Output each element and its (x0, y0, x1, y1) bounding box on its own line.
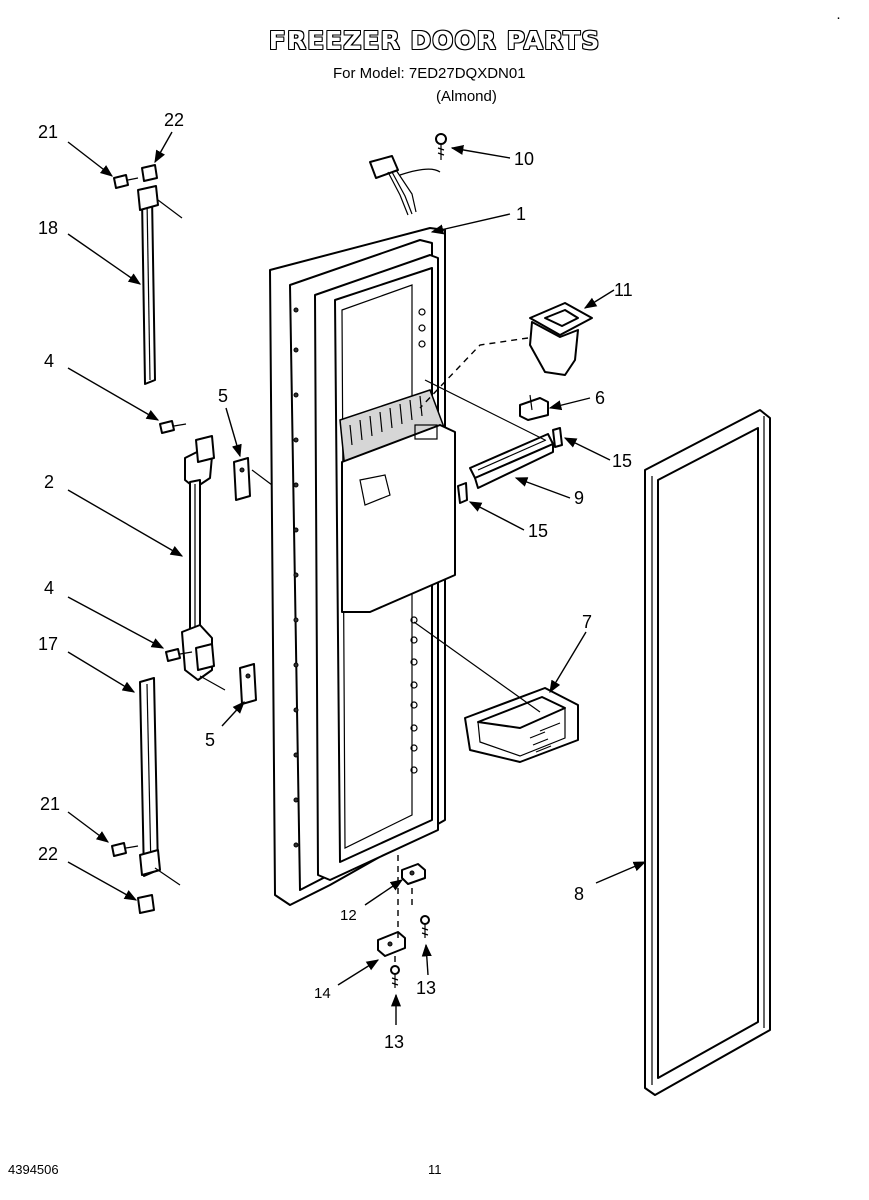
model-number: For Model: 7ED27DQXDN01 (333, 65, 526, 82)
document-number: 4394506 (8, 1162, 59, 1177)
part-ice-chute-11 (529, 302, 593, 376)
part-drip-tray-7 (464, 687, 579, 763)
callout-15-upper: 15 (612, 451, 632, 471)
part-clip-6 (519, 394, 549, 421)
callout-labels: 10 1 11 6 15 9 15 7 8 12 13 14 13 21 22 … (38, 110, 633, 1052)
part-screw-13-upper (420, 915, 430, 938)
part-screw-4-lower (165, 648, 193, 662)
part-door-liner (269, 155, 456, 906)
callout-8: 8 (574, 884, 584, 904)
page-title: FREEZER DOOR PARTS (268, 26, 601, 55)
part-handle-2 (181, 435, 215, 681)
part-handle-trim-18 (137, 185, 159, 385)
callout-17: 17 (38, 634, 58, 654)
part-hinge-bracket-12 (401, 863, 426, 885)
part-hinge-block-14 (377, 931, 406, 957)
callout-2: 2 (44, 472, 54, 492)
part-screw-21-upper (113, 174, 139, 189)
leader-lines (67, 131, 647, 1025)
part-end-cap-22-lower (137, 894, 155, 914)
liner-shelf-holes (410, 308, 426, 774)
callout-13-lower: 13 (384, 1032, 404, 1052)
callout-5-lower: 5 (205, 730, 215, 750)
part-screw-4-upper (159, 420, 187, 434)
part-screw-10 (435, 133, 447, 160)
callout-4-lower: 4 (44, 578, 54, 598)
part-end-cap-15-lower (457, 482, 468, 504)
callout-4-upper: 4 (44, 351, 54, 371)
callout-9: 9 (574, 488, 584, 508)
callout-7: 7 (582, 612, 592, 632)
part-handle-trim-17 (139, 677, 161, 877)
callout-15-lower: 15 (528, 521, 548, 541)
callout-18: 18 (38, 218, 58, 238)
part-bracket-5-lower (239, 663, 257, 705)
callout-1: 1 (516, 204, 526, 224)
callout-10: 10 (514, 149, 534, 169)
model-color: (Almond) (436, 88, 497, 105)
part-end-cap-15-upper (552, 427, 563, 448)
callout-5-upper: 5 (218, 386, 228, 406)
part-end-cap-22-upper (141, 164, 158, 182)
callout-22-lower: 22 (38, 844, 58, 864)
callout-11: 11 (614, 280, 633, 300)
page-number: 11 (428, 1162, 442, 1177)
part-rail-9 (469, 433, 554, 489)
hinge-alignment-line (394, 855, 413, 965)
callout-21-lower: 21 (40, 794, 60, 814)
door-flange-screw-holes (293, 307, 299, 848)
corner-mark: · (836, 9, 841, 26)
callout-22-upper: 22 (164, 110, 184, 130)
callout-21-upper: 21 (38, 122, 58, 142)
callout-12: 12 (340, 907, 357, 924)
callout-14: 14 (314, 985, 331, 1002)
part-screw-21-lower (111, 842, 139, 857)
part-door-gasket-8 (644, 409, 771, 1096)
part-screw-13-lower (390, 965, 400, 988)
callout-13-upper: 13 (416, 978, 436, 998)
callout-6: 6 (595, 388, 605, 408)
part-bracket-5-upper (233, 457, 251, 501)
